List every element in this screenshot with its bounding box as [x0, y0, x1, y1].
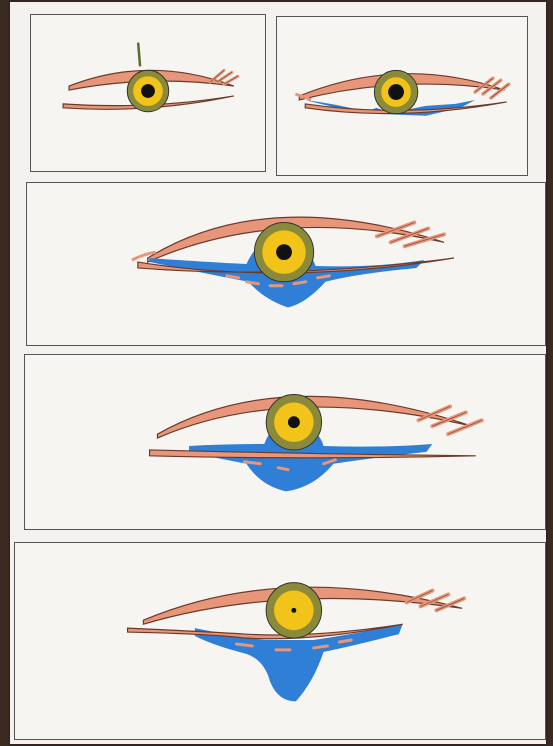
eye-illustration-1 — [31, 15, 265, 171]
eye-illustration-3 — [27, 183, 545, 345]
paper-board — [10, 2, 546, 744]
eye-illustration-4 — [25, 355, 545, 529]
panel-4 — [24, 354, 546, 530]
eye-illustration-2 — [277, 17, 527, 175]
panel-3 — [26, 182, 546, 346]
panel-5 — [14, 542, 546, 740]
panel-2 — [276, 16, 528, 176]
eye-illustration-5 — [15, 543, 545, 739]
panel-1 — [30, 14, 266, 172]
